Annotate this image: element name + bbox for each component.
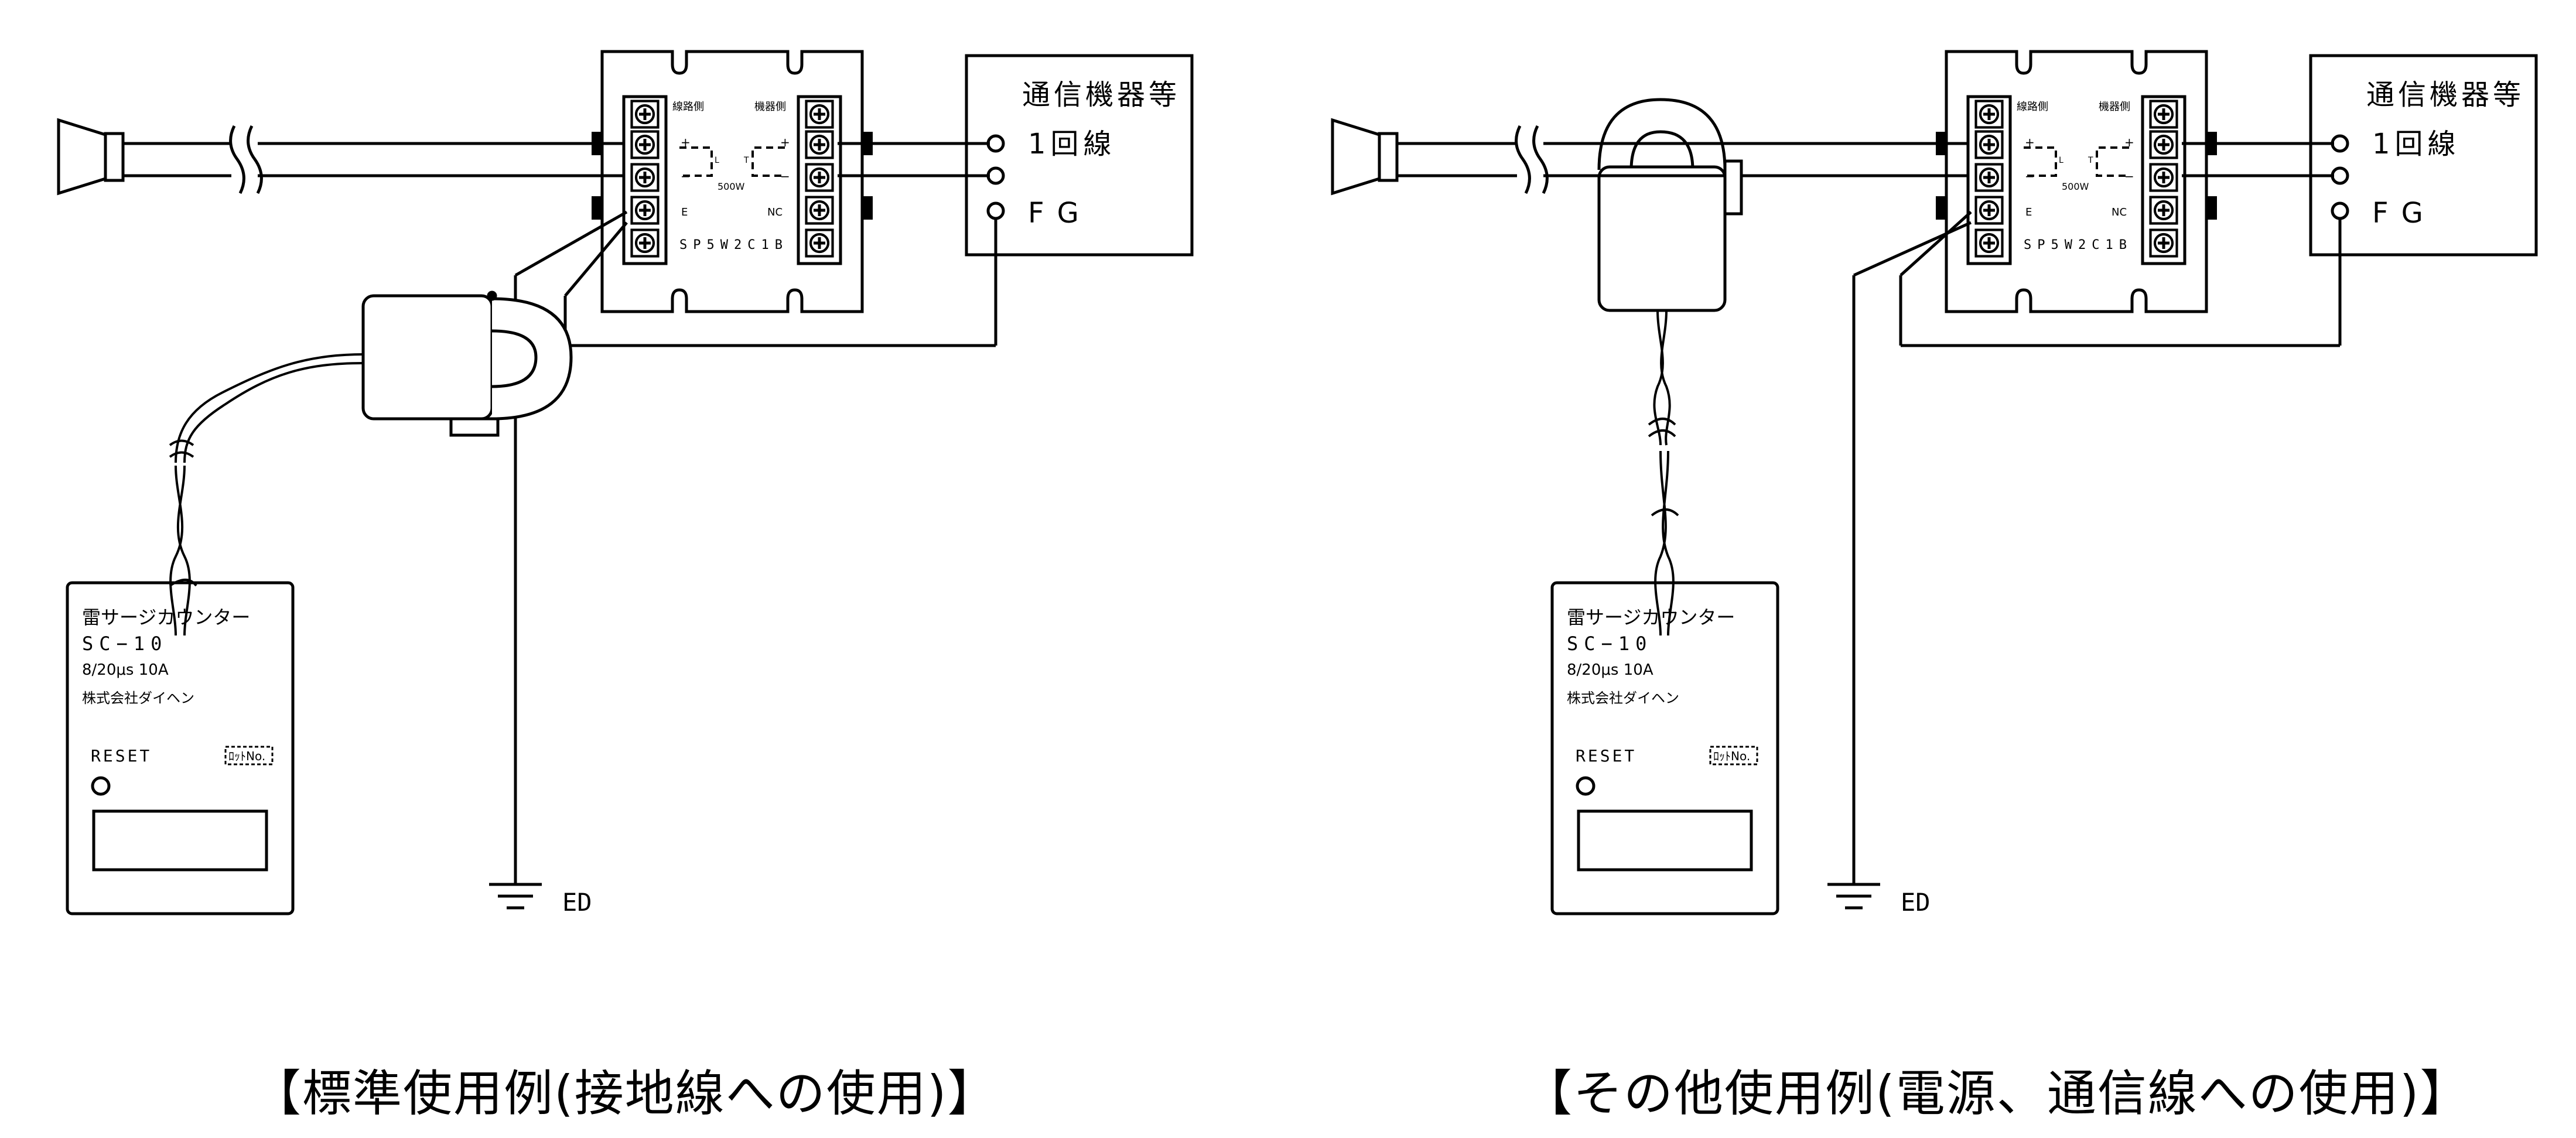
lot-number-box: [224, 746, 274, 765]
equipment-box: 通信機器等 1回線 FG: [965, 54, 1194, 257]
spd-model: SP5W2C1B: [679, 238, 788, 252]
spd-rating: 500W: [2062, 181, 2089, 192]
spd-l-label: L: [2059, 156, 2063, 165]
counter-name: 雷サージカウンター: [82, 606, 250, 628]
terminal-2-icon: [986, 166, 1005, 185]
counter-spec: 8/20μs 10A: [82, 661, 169, 679]
ground-wires: [1852, 211, 2342, 884]
surge-counter: 雷サージカウンター SC−10 8/20μs 10A 株式会社ダイヘン RESE…: [1550, 581, 1779, 915]
lot-number-label: ﾛｯﾄNo.: [1713, 749, 1750, 763]
spd-plus-left: +: [2025, 135, 2035, 149]
ground-wires: [514, 210, 997, 884]
ct-clamp-sensor: [361, 291, 573, 437]
ground-symbol-icon: [1827, 883, 1880, 910]
terminal-1-icon: [986, 134, 1005, 153]
spd-device-side-label: 機器側: [754, 101, 786, 113]
spd-unit: 線路側 機器側 + − + − L T 500W E NC SP5W2C1B: [1936, 50, 2217, 313]
sensor-cable: [1648, 310, 1679, 636]
line-wires: [1397, 125, 2334, 194]
counter-maker: 株式会社ダイヘン: [82, 690, 194, 706]
caption-other: 【その他使用例(電源、通信線への使用)】: [1523, 1065, 2471, 1122]
equipment-fg-label: FG: [1028, 197, 1092, 230]
counter-model: SC−10: [82, 633, 168, 655]
spd-t-label: T: [743, 156, 749, 165]
counter-name: 雷サージカウンター: [1567, 606, 1735, 628]
reset-label: RESET: [91, 746, 152, 765]
equipment-box: 通信機器等 1回線 FG: [2309, 54, 2538, 257]
spd-model: SP5W2C1B: [2024, 238, 2133, 252]
reset-button[interactable]: [91, 776, 111, 796]
panel-other: 線路側 機器側 + − + − L T 500W E NC SP5W2C1B 通…: [1331, 50, 2538, 917]
equipment-fg-label: FG: [2372, 197, 2436, 230]
spd-t-label: T: [2088, 156, 2093, 165]
lot-number-label: ﾛｯﾄNo.: [228, 749, 265, 763]
counter-display: [92, 809, 268, 872]
spd-device-side-label: 機器側: [2099, 101, 2130, 113]
spd-nc-label: NC: [767, 206, 783, 218]
spd-unit: 線路側 機器側 + − + − L T 500W E NC SP5W2C1B: [592, 50, 873, 313]
counter-display: [1577, 809, 1753, 872]
ground-symbol-icon: [489, 883, 542, 910]
counter-model: SC−10: [1567, 633, 1652, 655]
spd-e-label: E: [681, 206, 688, 218]
counter-maker: 株式会社ダイヘン: [1567, 690, 1679, 706]
speaker-icon: [57, 118, 125, 196]
spd-l-label: L: [715, 156, 719, 165]
spd-plus-right: +: [780, 135, 790, 149]
spd-rating: 500W: [718, 181, 745, 192]
terminal-1-icon: [2331, 134, 2349, 153]
equipment-title: 通信機器等: [1022, 78, 1180, 111]
reset-button[interactable]: [1576, 776, 1596, 796]
counter-spec: 8/20μs 10A: [1567, 661, 1653, 679]
terminal-fg-icon: [2331, 201, 2349, 220]
ct-clamp-sensor: [1597, 98, 1743, 312]
spd-minus-left: −: [2025, 169, 2035, 183]
spd-line-side-label: 線路側: [2017, 101, 2048, 113]
spd-minus-right: −: [2124, 169, 2134, 183]
spd-line-side-label: 線路側: [672, 101, 704, 113]
panel-standard: 線路側 機器側 + − + − L T 500W E NC SP5W2C1B 通…: [57, 50, 1194, 917]
terminal-fg-icon: [986, 201, 1005, 220]
caption-standard: 【標準使用例(接地線への使用)】: [252, 1065, 998, 1122]
ground-label: ED: [1901, 888, 1931, 917]
equipment-line1-label: 1回線: [2372, 128, 2461, 160]
speaker-icon: [1331, 118, 1399, 196]
sensor-cable: [169, 353, 364, 636]
surge-counter: 雷サージカウンター SC−10 8/20μs 10A 株式会社ダイヘン RESE…: [66, 581, 295, 915]
line-wires: [123, 125, 990, 194]
reset-label: RESET: [1576, 746, 1637, 765]
spd-minus-left: −: [681, 169, 691, 183]
equipment-title: 通信機器等: [2366, 78, 2524, 111]
spd-minus-right: −: [780, 169, 790, 183]
ground-label: ED: [562, 888, 592, 917]
terminal-2-icon: [2331, 166, 2349, 185]
spd-nc-label: NC: [2112, 206, 2127, 218]
spd-e-label: E: [2025, 206, 2032, 218]
lot-number-box: [1709, 746, 1758, 765]
equipment-line1-label: 1回線: [1028, 128, 1116, 160]
spd-plus-left: +: [681, 135, 691, 149]
spd-plus-right: +: [2124, 135, 2134, 149]
